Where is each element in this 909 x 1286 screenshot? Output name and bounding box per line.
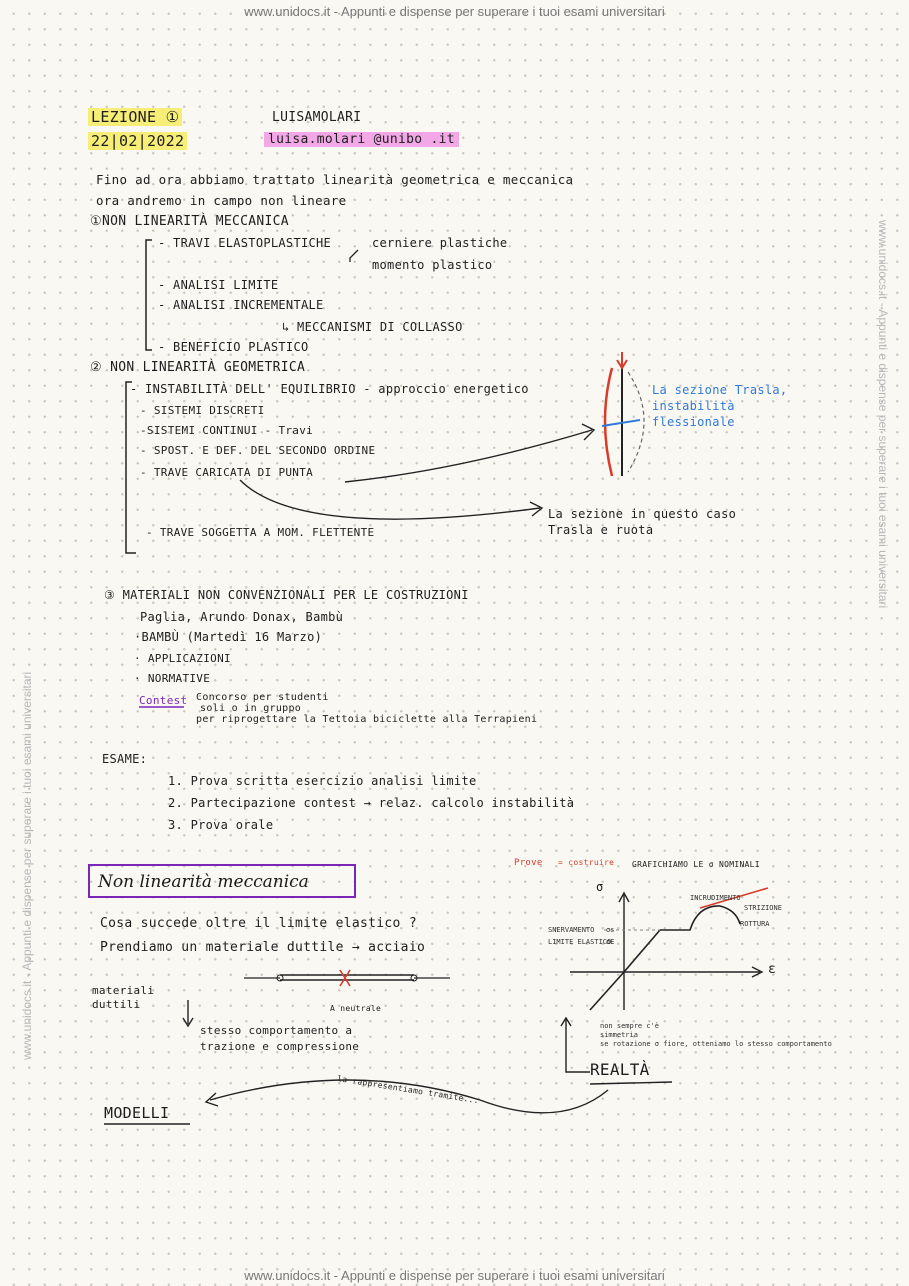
note-blue-translation: La sezione Trasla, instabilità flessiona…: [652, 383, 788, 429]
watermark-bottom: www.unidocs.it - Appunti e dispense per …: [244, 1268, 665, 1283]
note-trasla-ruota: La sezione in questo caso Trasla e ruota: [548, 507, 737, 537]
graph-header-red: Prove: [514, 858, 543, 868]
blue-section-line: [601, 419, 641, 427]
section1-item-3: - ANALISI INCREMENTALE: [158, 298, 324, 312]
section1-sub-2: momento plastico: [372, 258, 493, 272]
graph-header-red-2: = costruire: [558, 858, 615, 867]
necking-label: STRIZIONE: [744, 904, 782, 912]
graph-note-1: non sempre c'è: [600, 1022, 660, 1030]
teacher-email: luisa.molari @unibo .it: [264, 132, 459, 147]
red-deformed-beam: [603, 367, 614, 477]
realta-label: REALTÀ: [590, 1060, 650, 1079]
ductile-materials: materiali duttili: [92, 984, 155, 1011]
graph-header: GRAFICHIAMO LE σ NOMINALI: [632, 860, 760, 869]
rupture-label: ROTTURA: [740, 920, 770, 928]
exam-label: ESAME:: [102, 752, 148, 766]
intro-line-1: Fino ad ora abbiamo trattato linearità g…: [96, 172, 574, 187]
section2-item-4: - SPOST. E DEF. DEL SECONDO ORDINE: [140, 444, 376, 457]
bracket-section1: [145, 239, 152, 351]
graph-axis-y: σ: [596, 880, 604, 894]
section3-item-3: · NORMATIVE: [134, 672, 211, 685]
yield-label: SNERVAMENTO: [548, 926, 595, 934]
sigma-e-label: σE: [606, 938, 615, 946]
graph-note-2: simmetria: [600, 1031, 638, 1039]
section3-item-2: · APPLICAZIONI: [134, 652, 231, 665]
section3-title: ③ MATERIALI NON CONVENZIONALI PER LE COS…: [104, 588, 469, 602]
model-label: MODELLI: [104, 1104, 170, 1122]
intro-line-2: ora andremo in campo non lineare: [96, 193, 347, 208]
section3-line: Paglia, Arundo Donax, Bambù: [140, 610, 344, 624]
contest-text-2: soli o in gruppo: [200, 703, 302, 714]
arrow-to-note: [239, 479, 541, 520]
lesson-label: LEZIONE ①: [88, 108, 183, 126]
section2-item-5: - TRAVE CARICATA DI PUNTA: [140, 466, 314, 479]
sigma-s-label: σs: [606, 926, 615, 934]
realta-arrow: [565, 1018, 590, 1073]
contest-label: Contest: [139, 694, 188, 707]
section2-item-6: - TRAVE SOGGETTA A MOM. FLETTENTE: [146, 526, 375, 539]
graph-note-bottom: se rotazione σ fiore, otteniamo lo stess…: [600, 1040, 832, 1048]
hardening-label: INCRUDIMENTO: [690, 894, 741, 902]
neutral-axis-label: A neutrale: [330, 1004, 382, 1013]
mechanics-title: Non linearità meccanica: [98, 872, 309, 892]
lesson-date: 22|02|2022: [88, 132, 188, 150]
mechanics-title-box: Non linearità meccanica: [88, 864, 356, 898]
mechanics-question: Cosa succede oltre il limite elastico ?: [100, 916, 417, 931]
section2-item-3: -SISTEMI CONTINUI - Travi: [140, 424, 314, 437]
teacher-name: LUISAMOLARI: [272, 110, 362, 125]
section2-title: ② NON LINEARITÀ GEOMETRICA: [90, 360, 306, 375]
section1-item-4: - BENEFICIO PLASTICO: [158, 340, 309, 354]
bracket-section2: [125, 381, 136, 554]
model-arrow: [209, 1079, 609, 1114]
exam-item-2: 2. Partecipazione contest → relaz. calco…: [168, 796, 575, 810]
section1-sub-3: ↳ MECCANISMI DI COLLASSO: [282, 320, 463, 334]
red-tangent: [699, 887, 769, 909]
contest-text-1: Concorso per studenti: [196, 692, 329, 703]
exam-item-3: 3. Prova orale: [168, 818, 274, 832]
exam-item-1: 1. Prova scritta esercizio analisi limit…: [168, 774, 477, 788]
stress-strain-curve: [623, 905, 741, 973]
behaviour-2: trazione e compressione: [200, 1040, 360, 1053]
contest-text-3: per riprogettare la Tettoia biciclette a…: [196, 714, 538, 725]
elastic-limit-label: LIMITE ELASTICO: [548, 938, 612, 946]
section1-title: ①NON LINEARITÀ MECCANICA: [90, 214, 289, 229]
graph-axis-x: ε: [768, 962, 777, 977]
section2-item-2: - SISTEMI DISCRETI: [140, 404, 265, 417]
mechanics-take: Prendiamo un materiale duttile → acciaio: [100, 940, 426, 955]
dashed-buckle: [627, 371, 645, 473]
section2-item-1: - INSTABILITÀ DELL' EQUILIBRIO - approcc…: [130, 382, 529, 396]
arrow-to-beam: [344, 429, 593, 483]
section1-item-2: - ANALISI LIMITE: [158, 278, 279, 292]
section1-sub-1: cerniere plastiche: [372, 236, 508, 250]
bracket-plastic: [349, 249, 359, 262]
section1-item-1: - TRAVI ELASTOPLASTICHE: [158, 236, 332, 250]
behaviour-1: stesso comportamento a: [200, 1024, 353, 1037]
watermark-top: www.unidocs.it - Appunti e dispense per …: [244, 4, 665, 19]
section3-item-1: ·BAMBÙ (Martedì 16 Marzo): [134, 630, 323, 644]
